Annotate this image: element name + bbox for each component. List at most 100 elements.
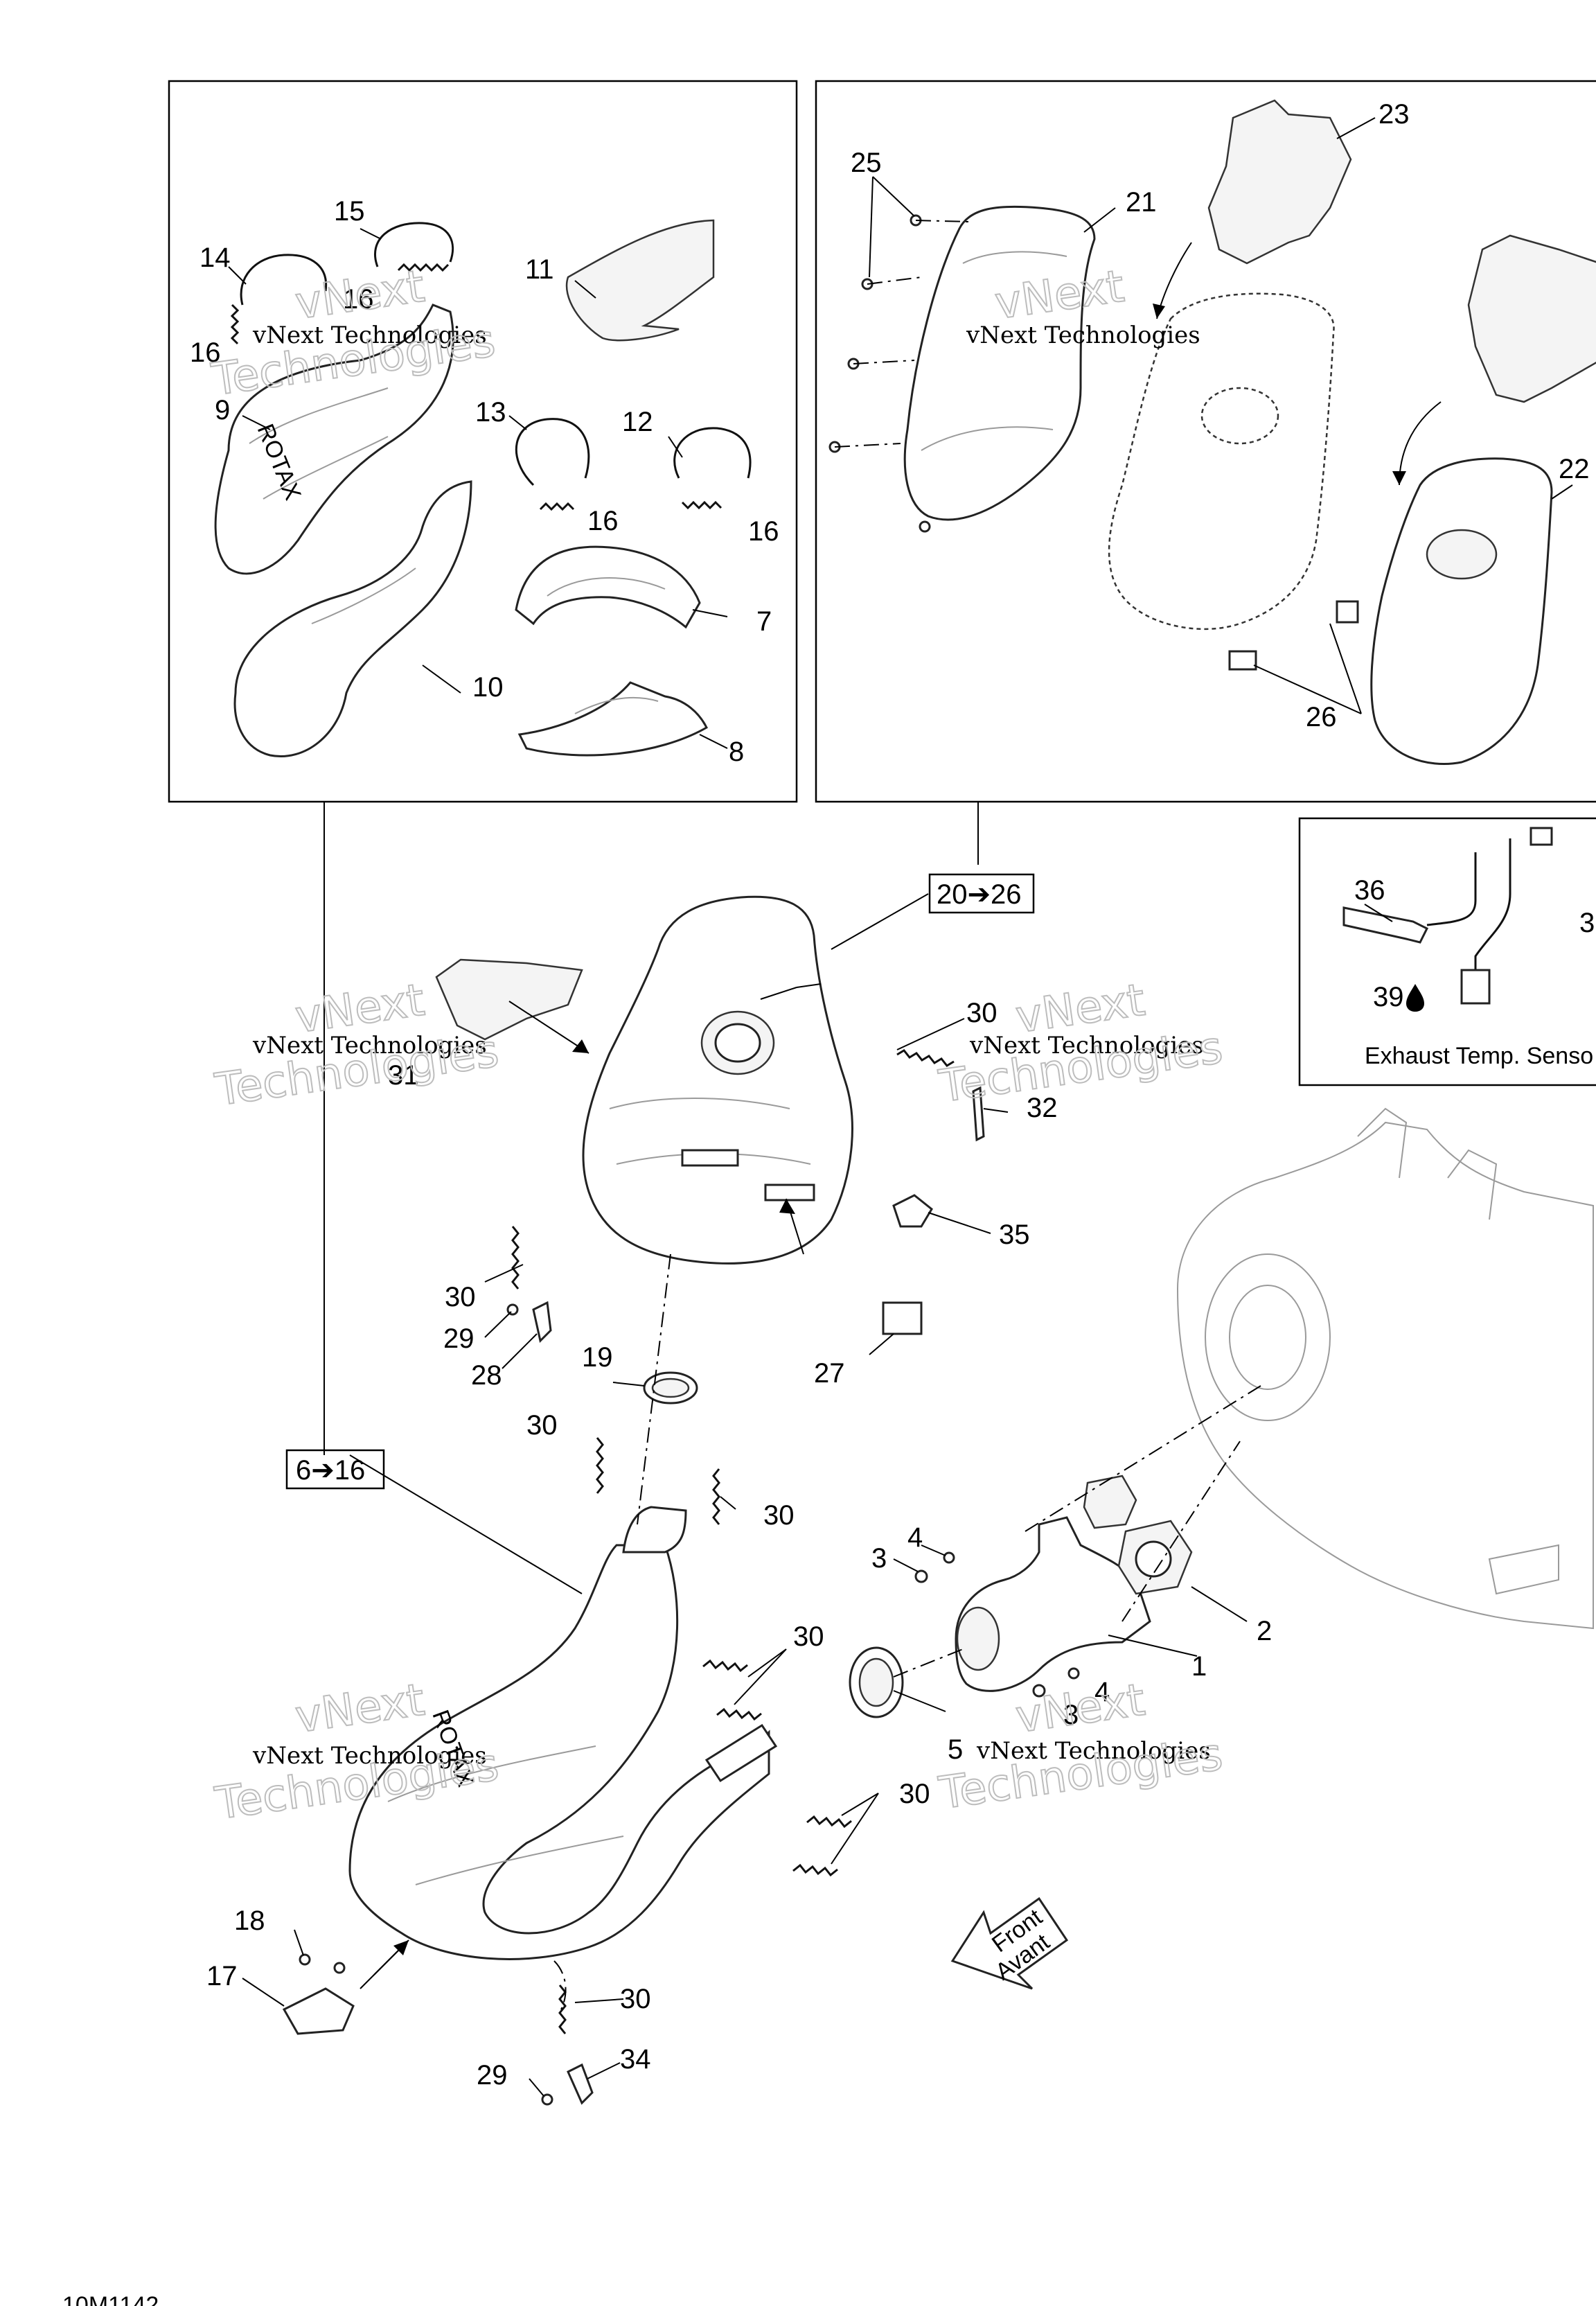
part-muffler-assembly: ROTAX	[348, 1506, 778, 1960]
label-30g: 30	[620, 1984, 651, 2014]
part-1-exhaust-manifold	[955, 1516, 1151, 1692]
label-29b: 29	[477, 2060, 508, 2091]
label-23: 23	[1378, 99, 1410, 130]
label-19: 19	[582, 1342, 613, 1373]
figure-code: 10M1142	[62, 2292, 159, 2306]
svg-text:vNext Technologies: vNext Technologies	[966, 322, 1200, 349]
part-27-connector	[882, 1301, 923, 1335]
part-28-bracket	[532, 1301, 552, 1343]
svg-text:vNext Technologies: vNext Technologies	[252, 1032, 487, 1059]
part-8-heat-shield-lower	[517, 681, 708, 757]
springs-30-middle	[511, 1049, 955, 1525]
part-13-clamp-ring	[515, 418, 590, 486]
svg-text:vNext: vNext	[292, 261, 427, 330]
label-18: 18	[234, 1905, 265, 1936]
frame-muffler-detail	[168, 80, 798, 803]
svg-text:6➔16: 6➔16	[296, 1455, 365, 1486]
label-30b: 30	[445, 1282, 476, 1312]
label-17: 17	[206, 1961, 238, 1991]
label-2: 2	[1257, 1616, 1272, 1646]
label-15: 15	[334, 196, 365, 227]
group-ref-20-26: 20➔26	[928, 873, 1035, 914]
part-23-heat-shield-plate	[1207, 99, 1352, 265]
label-27: 27	[814, 1358, 845, 1389]
frame-silencer-detail	[815, 80, 1596, 803]
label-8: 8	[729, 737, 744, 767]
svg-text:vNext: vNext	[1013, 1675, 1148, 1743]
label-36: 36	[1354, 875, 1385, 906]
label-16c: 16	[587, 506, 619, 536]
label-35: 35	[999, 1220, 1030, 1250]
svg-text:vNext Technologies: vNext Technologies	[969, 1032, 1204, 1059]
part-12-clamp-ring	[673, 427, 752, 479]
label-21: 21	[1126, 187, 1157, 218]
label-4b: 4	[1094, 1677, 1110, 1707]
label-10: 10	[472, 672, 504, 703]
label-14: 14	[200, 243, 231, 273]
part-34-bracket	[567, 2063, 594, 2105]
label-25: 25	[851, 148, 882, 178]
silencer-body-phantom	[1108, 292, 1335, 631]
label-3-inset: 3	[1579, 908, 1595, 938]
svg-text:vNext: vNext	[292, 1675, 427, 1743]
label-16d: 16	[748, 516, 779, 547]
part-19-seal-ring	[643, 1371, 698, 1405]
label-3b: 3	[1063, 1700, 1079, 1730]
label-4a: 4	[907, 1522, 923, 1553]
label-30d: 30	[763, 1500, 795, 1531]
label-13: 13	[475, 397, 506, 428]
part-21-silencer-cover	[903, 205, 1096, 521]
watermark-1: vNext vNext Technologies Technologies	[208, 261, 499, 407]
label-34: 34	[620, 2044, 651, 2075]
assembly-center-lines	[553, 220, 1261, 2010]
part-14-clamp-ring	[240, 254, 328, 306]
svg-text:vNext Technologies: vNext Technologies	[976, 1737, 1211, 1765]
part-2-gasket	[1083, 1475, 1193, 1595]
label-28: 28	[471, 1360, 502, 1391]
label-30e: 30	[793, 1621, 824, 1652]
label-3a: 3	[871, 1543, 887, 1574]
label-26: 26	[1306, 702, 1337, 732]
part-39-thread-sealant-drop-icon	[1406, 984, 1424, 1012]
part-35-bracket	[892, 1194, 933, 1228]
label-31: 31	[388, 1060, 419, 1091]
svg-text:20➔26: 20➔26	[937, 879, 1022, 910]
label-9: 9	[215, 395, 230, 425]
part-17-bracket-plate	[282, 1953, 355, 2035]
label-22: 22	[1559, 454, 1590, 484]
label-39: 39	[1373, 982, 1404, 1012]
assembly-arrows	[373, 242, 1442, 1975]
label-16a: 16	[343, 284, 374, 315]
spring-16-set	[230, 263, 722, 511]
part-15-clamp-ring	[373, 222, 454, 267]
part-32-stud	[972, 1086, 985, 1142]
label-11: 11	[525, 254, 554, 285]
label-30f: 30	[899, 1779, 930, 1809]
part-11-gasket-sheet	[565, 219, 715, 342]
frame-exhaust-temp-sensor	[1298, 817, 1596, 1086]
label-7: 7	[756, 606, 772, 637]
part-9-muffler-shell-upper: ROTAX	[214, 303, 454, 575]
svg-text:vNext Technologies: vNext Technologies	[252, 1742, 487, 1770]
part-number-labels: 1 2 3 4 3 4 5 7 8 9 10 11 12 13 14 15 16…	[190, 99, 1595, 2091]
part-31-gasket-sheet	[435, 958, 583, 1041]
engine-reference-phantom	[1176, 1107, 1594, 1630]
part-36-temp-sensor	[1342, 827, 1553, 1005]
label-12: 12	[622, 407, 653, 437]
exhaust-temp-caption: Exhaust Temp. Senso	[1365, 1043, 1593, 1069]
part-26-brackets	[1228, 600, 1359, 671]
label-32: 32	[1027, 1093, 1058, 1123]
heat-shield-plate-right	[1467, 234, 1596, 403]
part-3-4-fasteners	[914, 1551, 1080, 1698]
part-5-seal-ring	[849, 1646, 904, 1718]
part-7-heat-shield-curved	[515, 545, 701, 629]
label-16b: 16	[190, 337, 221, 368]
part-silencer-assembly	[582, 895, 853, 1265]
part-29-screw-lower	[541, 2093, 553, 2106]
label-29a: 29	[443, 1323, 475, 1354]
part-22-silencer-cover-inner	[1370, 457, 1553, 765]
label-1: 1	[1191, 1651, 1207, 1682]
watermark-6: vNext vNext Technologies Technologies	[935, 1674, 1226, 1820]
group-ref-6-16: 6➔16	[285, 1449, 385, 1490]
